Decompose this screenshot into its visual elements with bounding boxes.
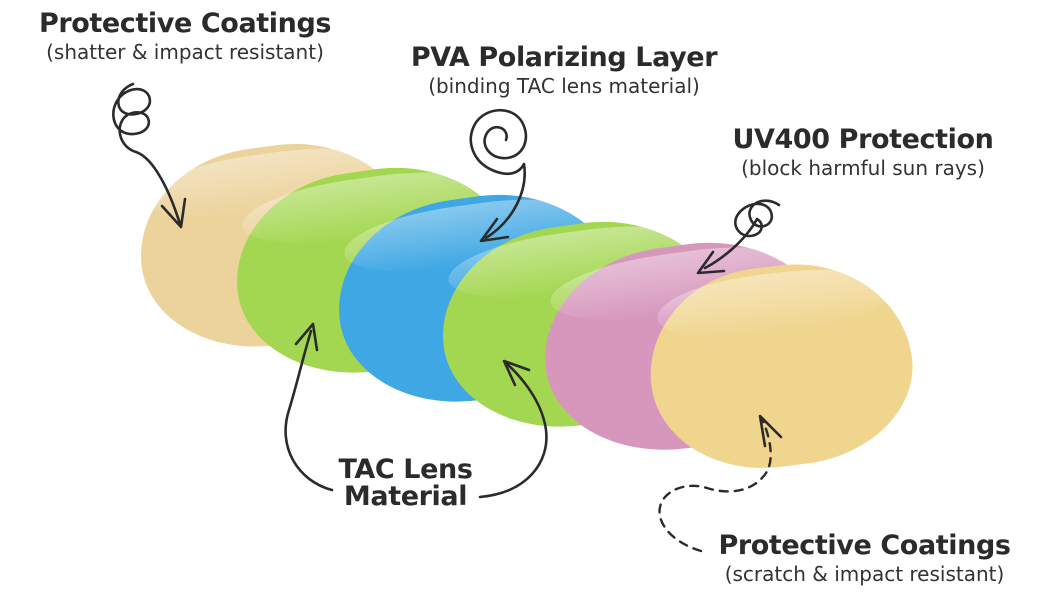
label-title-line2: Material bbox=[343, 481, 468, 512]
label-title: Protective Coatings bbox=[718, 530, 1011, 561]
label-title: Protective Coatings bbox=[38, 8, 332, 39]
label-subtitle: (shatter & impact resistant) bbox=[46, 39, 324, 64]
label-subtitle: (scratch & impact resistant) bbox=[724, 561, 1005, 586]
label-uv400-protection: UV400 Protection (block harmful sun rays… bbox=[706, 124, 1020, 180]
label-title-line1: TAC Lens bbox=[338, 454, 473, 485]
label-title: PVA Polarizing Layer bbox=[410, 42, 718, 73]
label-tac-lens-material: TAC Lens Material bbox=[328, 456, 483, 510]
label-subtitle: (binding TAC lens material) bbox=[428, 73, 700, 98]
label-pva-polarizing-layer: PVA Polarizing Layer (binding TAC lens m… bbox=[398, 42, 730, 98]
label-protective-coatings-top: Protective Coatings (shatter & impact re… bbox=[18, 8, 352, 64]
label-title: UV400 Protection bbox=[732, 124, 994, 155]
label-protective-coatings-bottom: Protective Coatings (scratch & impact re… bbox=[692, 530, 1037, 586]
label-subtitle: (block harmful sun rays) bbox=[741, 155, 985, 180]
